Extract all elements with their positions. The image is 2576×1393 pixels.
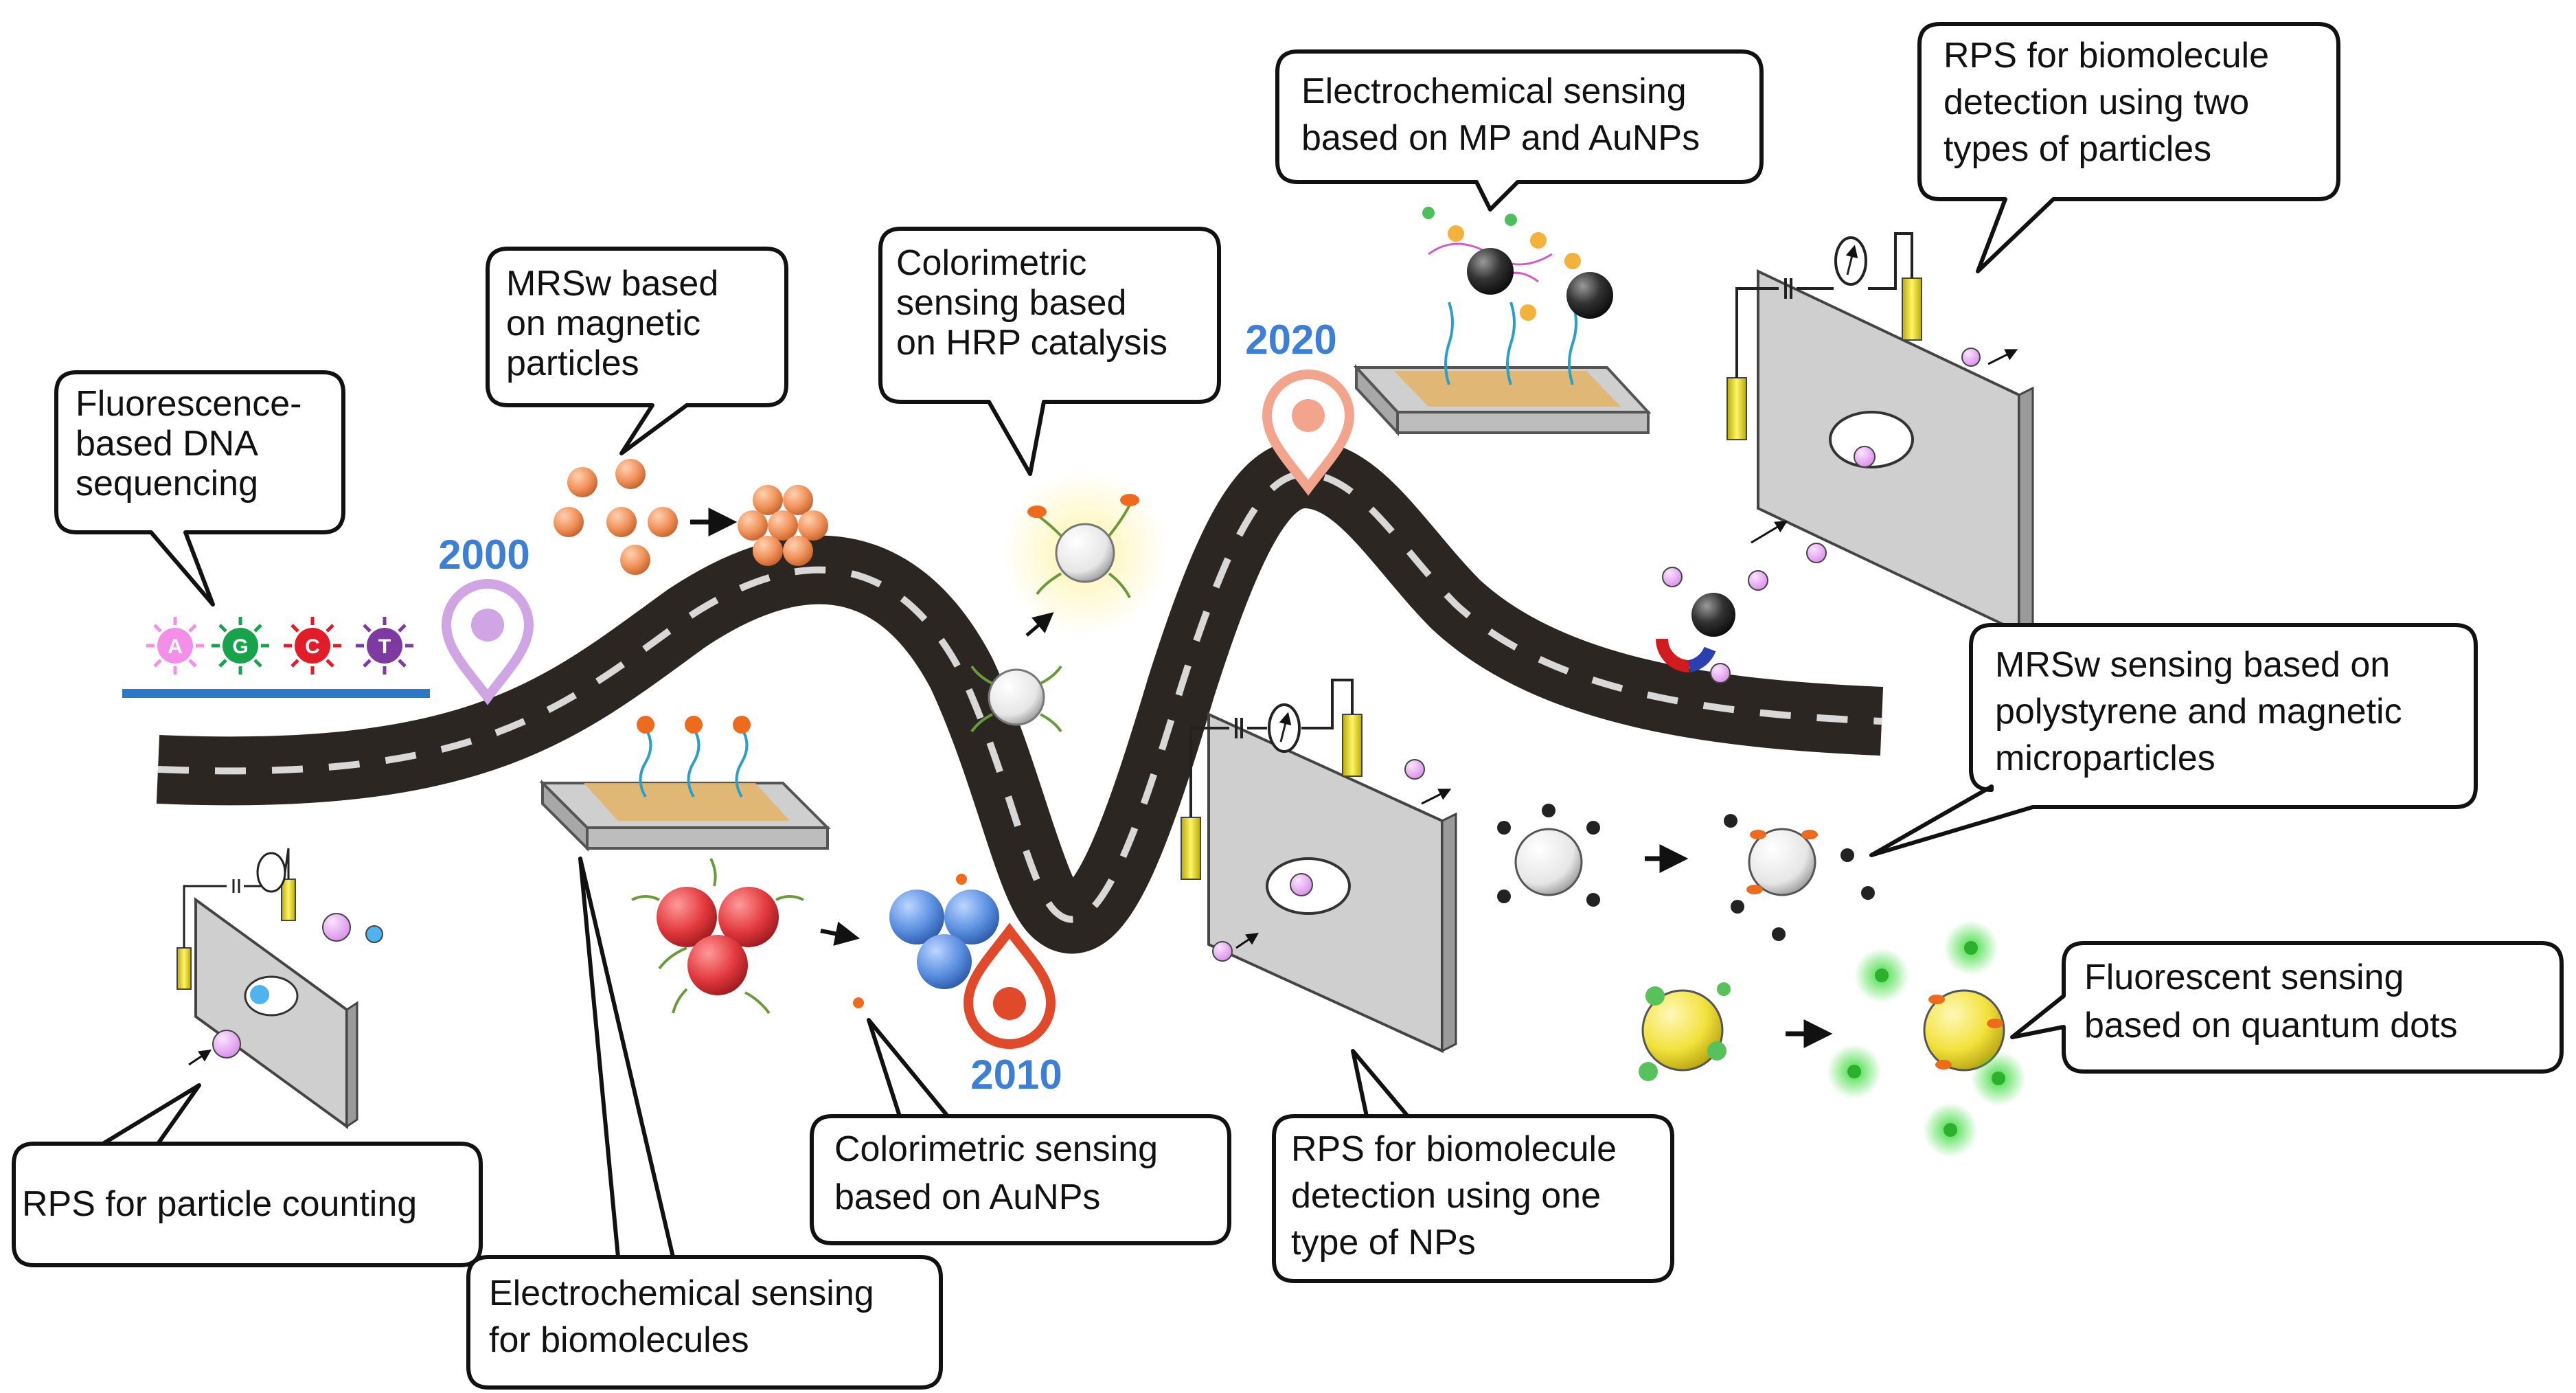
- callout-fluorescence-line2: based DNA: [76, 424, 258, 464]
- base-t-icon: T: [356, 617, 413, 675]
- callout-fluorescent-qd-line2: based on quantum dots: [2084, 1006, 2458, 1045]
- callout-colorimetric-aunp-line1: Colorimetric sensing: [834, 1129, 1158, 1169]
- callout-rps-two-line1: RPS for biomolecule: [1944, 36, 2269, 76]
- callout-rps-one-line1: RPS for biomolecule: [1291, 1129, 1617, 1169]
- polystyrene-particle-before: [1497, 804, 1600, 907]
- electrochemical-chip: [539, 716, 831, 852]
- quantum-dot-before: [1639, 982, 1731, 1081]
- callout-rps-counting: RPS for particle counting: [12, 1083, 483, 1267]
- rps-one-type-device: [1181, 679, 1457, 1054]
- callout-mrsw-magnetic: MRSw based on magnetic particles: [486, 247, 788, 455]
- polystyrene-particle-after: [1724, 814, 1875, 941]
- callout-colorimetric-hrp-line2: sensing based: [896, 283, 1126, 323]
- callout-fluorescence-line1: Fluorescence-: [76, 384, 301, 424]
- base-a-label: A: [168, 635, 183, 658]
- callout-fluorescence-line3: sequencing: [76, 464, 258, 503]
- base-a-icon: A: [146, 617, 204, 675]
- pin-2000-icon: [441, 579, 534, 705]
- timeline-road: [156, 440, 1884, 954]
- quantum-dot-after: [1827, 920, 2026, 1157]
- pin-2020-icon: [1262, 370, 1355, 496]
- arrow-aunp: [820, 921, 860, 947]
- callout-mrsw-magnetic-line1: MRSw based: [506, 264, 718, 304]
- callout-mrsw-polystyrene-line2: polystyrene and magnetic: [1995, 692, 2402, 732]
- rps-two-types-device: [1726, 232, 2034, 635]
- pin-2010-icon: [963, 922, 1056, 1049]
- callout-mrsw-polystyrene-line1: MRSw sensing based on: [1995, 645, 2390, 685]
- callout-mrsw-polystyrene-line3: microparticles: [1995, 738, 2215, 778]
- year-2010-label: 2010: [970, 1052, 1062, 1098]
- rps-counting-device: [176, 848, 383, 1129]
- callout-electrochem-bio: Electrochemical sensing for biomolecules: [466, 857, 943, 1390]
- magnet-icon: [1656, 638, 1716, 672]
- callout-fluorescent-qd: Fluorescent sensing based on quantum dot…: [2010, 941, 2564, 1074]
- callout-electrochem-mp-line1: Electrochemical sensing: [1301, 71, 1687, 111]
- base-g-label: G: [232, 635, 248, 658]
- callout-electrochem-mp: Electrochemical sensing based on MP and …: [1275, 49, 1764, 212]
- magnetic-probe-particle: [1662, 521, 1827, 683]
- callout-rps-counting-line1: RPS for particle counting: [22, 1184, 417, 1224]
- callout-colorimetric-hrp-line1: Colorimetric: [896, 243, 1086, 283]
- callout-electrochem-bio-line2: for biomolecules: [489, 1320, 749, 1360]
- arrow-hrp: [1025, 612, 1054, 637]
- year-2020-label: 2020: [1245, 317, 1336, 363]
- callout-mrsw-polystyrene: MRSw sensing based on polystyrene and ma…: [1869, 623, 2478, 857]
- callout-fluorescence: Fluorescence- based DNA sequencing: [54, 370, 345, 607]
- red-gold-nanoparticles: [631, 858, 804, 1015]
- base-c-label: C: [305, 635, 320, 658]
- callout-colorimetric-aunp: Colorimetric sensing based on AuNPs: [810, 1018, 1231, 1245]
- callout-mrsw-magnetic-line3: particles: [506, 343, 639, 383]
- year-2000-label: 2000: [438, 532, 529, 578]
- callout-rps-one-line3: type of NPs: [1291, 1223, 1476, 1262]
- electrochemical-mp-chip: [1353, 207, 1652, 437]
- magnetic-particles-cluster: [738, 485, 828, 566]
- hrp-glow-particle: [1003, 471, 1167, 635]
- dna-baseline: [122, 689, 430, 698]
- callout-fluorescent-qd-line1: Fluorescent sensing: [2084, 958, 2404, 997]
- callout-rps-two: RPS for biomolecule detection using two …: [1917, 22, 2340, 273]
- callout-rps-two-line2: detection using two: [1944, 82, 2249, 122]
- blue-nanoparticles: [853, 874, 999, 1008]
- base-g-icon: G: [212, 617, 269, 675]
- magnetic-particles-scatter: [554, 459, 678, 575]
- callout-electrochem-bio-line1: Electrochemical sensing: [489, 1273, 874, 1313]
- callout-colorimetric-hrp: Colorimetric sensing based on HRP cataly…: [878, 227, 1221, 476]
- callout-colorimetric-aunp-line2: based on AuNPs: [834, 1177, 1100, 1217]
- callout-rps-two-line3: types of particles: [1944, 129, 2211, 169]
- base-t-label: T: [378, 635, 391, 658]
- white-probe-particle: [970, 665, 1062, 733]
- base-c-icon: C: [284, 617, 341, 675]
- callout-colorimetric-hrp-line3: on HRP catalysis: [896, 323, 1167, 363]
- dna-bases: A G C: [122, 617, 430, 698]
- callout-mrsw-magnetic-line2: on magnetic: [506, 304, 700, 343]
- callout-rps-one-line2: detection using one: [1291, 1176, 1601, 1216]
- callout-electrochem-mp-line2: based on MP and AuNPs: [1301, 118, 1700, 158]
- callout-rps-one: RPS for biomolecule detection using one …: [1272, 1049, 1674, 1283]
